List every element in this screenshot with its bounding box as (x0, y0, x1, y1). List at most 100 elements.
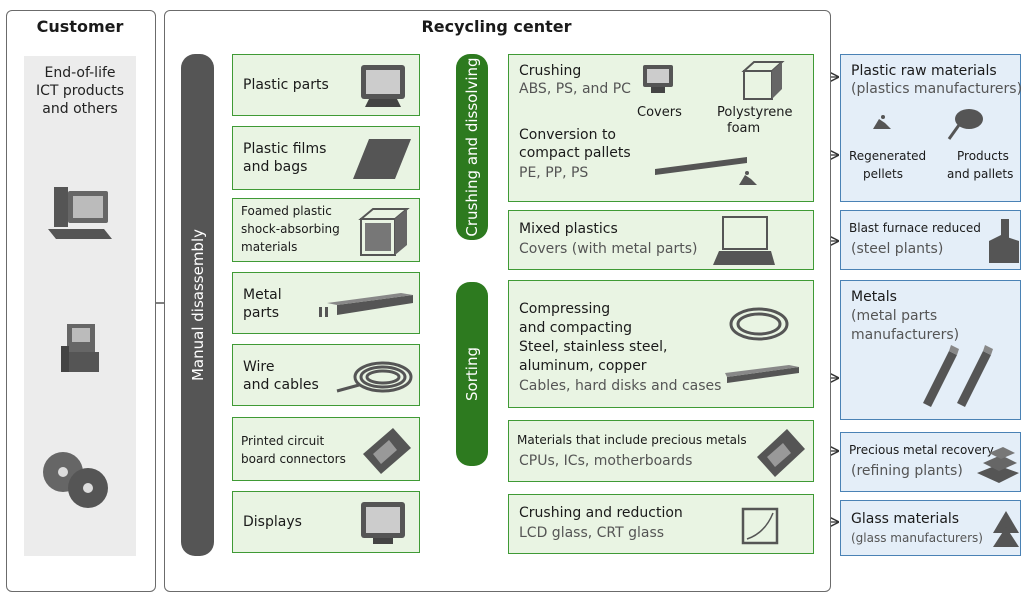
part-displays: Displays (232, 491, 420, 553)
crushing-dissolving-bar: Crushing and dissolving (456, 54, 488, 240)
output-sub: (plastics manufacturers) (851, 81, 1021, 97)
polystyrene-label: foam (727, 121, 761, 136)
process-title: Mixed plastics (519, 221, 618, 237)
customer-line: and others (42, 101, 118, 117)
part-label: and bags (243, 159, 308, 175)
circuit-board-icon (363, 428, 411, 474)
process-sub: LCD glass, CRT glass (519, 525, 665, 541)
conversion-label: Conversion to (519, 127, 616, 143)
output-precious-recovery: Precious metal recovery (refining plants… (840, 432, 1021, 492)
part-label: Metal (243, 287, 282, 303)
process-title: Crushing and reduction (519, 505, 683, 521)
part-label: shock-absorbing (241, 222, 340, 236)
pellets-icon (739, 171, 757, 185)
process-line: and compacting (519, 320, 632, 336)
process-title: Materials that include precious metals (517, 433, 747, 447)
output-title: Plastic raw materials (851, 63, 997, 79)
kiosk-icon (61, 324, 99, 372)
customer-heading: Customer (36, 17, 124, 36)
circuit-board-icon (757, 429, 805, 477)
manual-disassembly-bar: Manual disassembly (181, 54, 214, 556)
metal-plate-icon (319, 293, 413, 317)
conversion-label: compact pallets (519, 145, 631, 161)
regenerated-label: Regenerated (849, 149, 927, 163)
customer-description: End-of-life ICT products and others (24, 64, 136, 118)
sorting-bar: Sorting (456, 282, 488, 466)
sorting-label: Sorting (463, 347, 481, 401)
manual-disassembly-label: Manual disassembly (188, 228, 207, 382)
monitor-icon (361, 502, 405, 544)
output-plastic-raw: Plastic raw materials (plastics manufact… (840, 54, 1021, 202)
process-crushing: Crushing ABS, PS, and PC Covers Polystyr… (508, 54, 814, 202)
part-pcb-connectors: Printed circuit board connectors (232, 417, 420, 481)
polystyrene-label: Polystyrene (717, 105, 793, 120)
glass-cone-icon (993, 511, 1019, 547)
output-sub: (steel plants) (851, 241, 944, 257)
metal-plate-icon (725, 365, 799, 383)
process-sub: ABS, PS, and PC (519, 81, 631, 97)
process-mixed-plastics: Mixed plastics Covers (with metal parts) (508, 210, 814, 270)
laptop-icon (713, 216, 775, 265)
process-sub: CPUs, ICs, motherboards (519, 453, 693, 469)
cable-coil-icon (729, 307, 789, 341)
factory-icon (989, 219, 1019, 263)
output-glass-materials: Glass materials (glass manufacturers) (840, 500, 1021, 556)
output-sub: (refining plants) (851, 463, 963, 479)
part-label: Printed circuit (241, 434, 325, 448)
covers-label: Covers (637, 105, 682, 120)
pellets-icon (873, 115, 891, 129)
output-title: Glass materials (851, 511, 960, 527)
film-sheet-icon (353, 139, 411, 179)
products-label: and pallets (947, 167, 1014, 181)
process-line: aluminum, copper (519, 358, 647, 374)
part-label: board connectors (241, 452, 346, 466)
output-sub: (metal parts (851, 308, 938, 324)
part-label: Plastic parts (243, 77, 329, 93)
part-metal-parts: Metal parts (232, 272, 420, 334)
metal-bars-icon (923, 345, 993, 407)
part-label: Plastic films (243, 141, 327, 157)
customer-line: End-of-life (44, 65, 116, 81)
part-label: Wire (243, 359, 275, 375)
part-label: materials (241, 240, 298, 254)
cable-coil-icon (336, 361, 413, 393)
process-compressing: Compressing and compacting Steel, stainl… (508, 280, 814, 408)
foam-box-icon (741, 61, 785, 100)
part-label: parts (243, 305, 280, 321)
process-sub: Cables, hard disks and cases (519, 378, 722, 394)
products-label: Products (957, 149, 1009, 163)
customer-line: ICT products (35, 83, 125, 99)
glass-panel-icon (741, 507, 779, 545)
output-title: Blast furnace reduced (849, 221, 981, 235)
computer-icon (48, 187, 112, 239)
part-plastic-parts: Plastic parts (232, 54, 420, 116)
monitor-icon (643, 65, 673, 93)
process-title: Crushing (519, 63, 582, 79)
regenerated-label: pellets (863, 167, 904, 181)
process-precious-metals: Materials that include precious metals C… (508, 420, 814, 482)
process-line: Steel, stainless steel, (519, 339, 668, 355)
conversion-sub: PE, PP, PS (519, 165, 589, 181)
pallet-icon (947, 109, 983, 140)
monitor-icon (361, 65, 405, 107)
output-sub: manufacturers) (851, 327, 960, 343)
gold-bars-icon (977, 447, 1019, 483)
part-label: Displays (243, 514, 302, 530)
discs-icon (43, 452, 108, 508)
process-sub: Covers (with metal parts) (519, 241, 698, 257)
part-label: and cables (243, 377, 319, 393)
part-wire-cables: Wire and cables (232, 344, 420, 406)
foam-box-icon (358, 208, 410, 256)
recycling-center-heading: Recycling center (421, 17, 572, 36)
output-metals: Metals (metal parts manufacturers) (840, 280, 1021, 420)
process-line: Compressing (519, 301, 611, 317)
crushing-dissolving-label: Crushing and dissolving (463, 57, 481, 237)
metal-plate-icon (655, 157, 747, 175)
output-sub: (glass manufacturers) (851, 531, 983, 545)
part-label: Foamed plastic (241, 204, 332, 218)
process-glass-reduction: Crushing and reduction LCD glass, CRT gl… (508, 494, 814, 554)
output-title: Precious metal recovery (849, 443, 994, 457)
output-title: Metals (851, 289, 897, 305)
output-blast-furnace: Blast furnace reduced (steel plants) (840, 210, 1021, 270)
part-foamed-plastic: Foamed plastic shock-absorbing materials (232, 198, 420, 262)
